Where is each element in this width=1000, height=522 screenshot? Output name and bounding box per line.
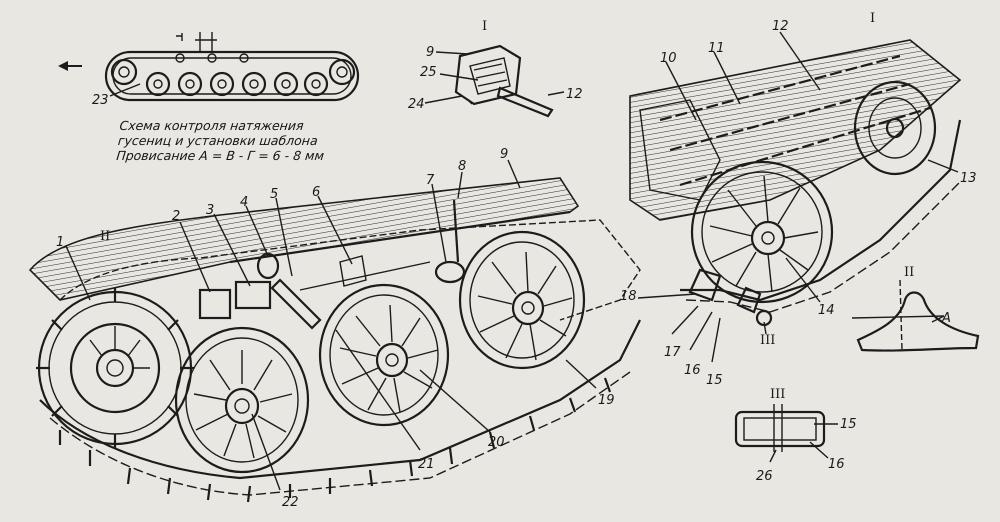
hull-side-plate (28, 177, 580, 301)
callout-20: 20 (488, 435, 505, 450)
arrow-head-icon (58, 61, 68, 71)
track-lower-run (39, 319, 641, 480)
view-II-label-right: II (904, 265, 914, 280)
callout-16: 16 (684, 363, 701, 378)
sprocket-teeth-icon (36, 288, 194, 448)
tension-scheme (58, 32, 360, 102)
callout-10: 10 (660, 51, 677, 66)
wheel-spokes-icon (709, 175, 819, 293)
callout-3: 3 (206, 203, 214, 218)
detail-III (734, 404, 838, 463)
callout-7: 7 (426, 173, 435, 188)
callout-6: 6 (312, 185, 320, 200)
caption-line-1: Схема контроля натяжения (118, 118, 305, 133)
callout-26: 26 (756, 469, 773, 484)
callout-17: 17 (664, 345, 681, 360)
view-I-label-right: I (870, 11, 875, 26)
road-wheel-rear (458, 230, 586, 370)
callout-22: 22 (282, 495, 299, 510)
callout-9-main: 9 (500, 147, 508, 162)
view-III-label: III (760, 333, 775, 348)
callout-14: 14 (818, 303, 835, 318)
callout-9-detail: 9 (426, 45, 434, 60)
callout-4: 4 (240, 195, 248, 210)
callout-1: 1 (56, 235, 64, 250)
idler-wheel (853, 80, 937, 176)
callout-8: 8 (458, 159, 466, 174)
wheel-spokes-icon (477, 251, 573, 361)
leader-lines (65, 31, 959, 491)
callout-21: 21 (418, 457, 435, 472)
track-lower-right (680, 119, 962, 302)
right-hull-plate (629, 39, 962, 221)
right-road-wheel (690, 160, 834, 304)
track-links-upper (659, 54, 931, 187)
main-track-assembly (28, 177, 641, 503)
callout-13: 13 (960, 171, 977, 186)
callout-24: 24 (408, 97, 425, 112)
view-II-label-left: II (100, 229, 110, 244)
callout-15-detail: 15 (840, 417, 857, 432)
caption-line-3: Провисание А = В - Г = 6 - 8 мм (115, 148, 325, 163)
dimension-A-label: А (941, 311, 951, 326)
detail-I (424, 44, 565, 118)
wheel-spokes-icon (339, 304, 439, 413)
suspension-parts (198, 199, 466, 330)
callout-23: 23 (92, 93, 109, 108)
caption-line-2: гусениц и установки шаблона (117, 133, 319, 148)
detail-II (851, 279, 980, 352)
scheme-wheels (110, 53, 356, 97)
callout-11: 11 (708, 41, 725, 56)
callout-19: 19 (598, 393, 615, 408)
scheme-caption: Схема контроля натяжения гусениц и устан… (116, 118, 381, 163)
callout-12-detail: 12 (566, 87, 583, 102)
detail-II-tooth (856, 291, 980, 352)
detail-III-link (734, 410, 826, 448)
template-marker-icon (176, 32, 217, 52)
drive-sprocket (36, 288, 194, 448)
road-wheel-middle (318, 283, 450, 427)
wheel-spokes-icon (193, 350, 293, 459)
callout-2: 2 (172, 209, 180, 224)
callout-15: 15 (706, 373, 723, 388)
detail-I-wedge (496, 86, 554, 118)
track-link-detail (688, 268, 762, 314)
scheme-track-outline (104, 50, 360, 102)
track-upper-run (59, 219, 641, 321)
view-I-label-top: I (482, 19, 487, 34)
callout-12-right: 12 (772, 19, 789, 34)
callout-25: 25 (420, 65, 437, 80)
track-teeth (58, 377, 612, 503)
right-track-assembly (629, 39, 962, 327)
view-III-detail-label: III (770, 387, 785, 402)
callout-16-detail: 16 (828, 457, 845, 472)
callout-5: 5 (270, 187, 278, 202)
callout-18: 18 (620, 289, 637, 304)
road-wheel-front (174, 326, 310, 474)
